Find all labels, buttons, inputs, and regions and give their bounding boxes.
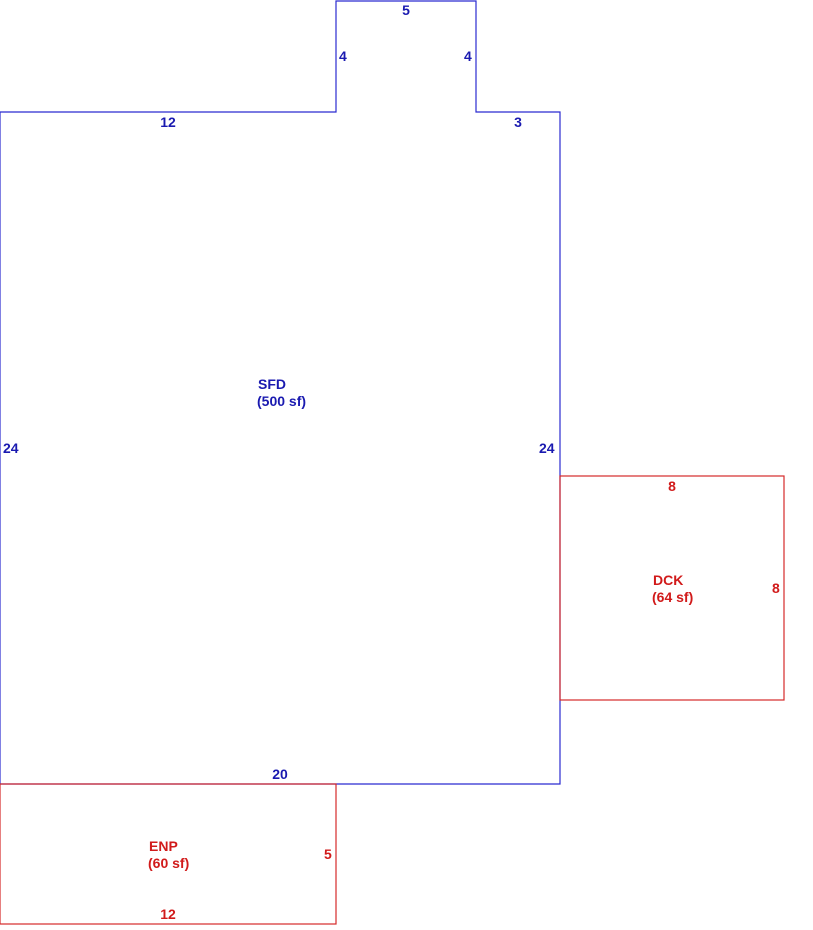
sfd-top-right-dimension: 3 xyxy=(514,114,522,130)
sfd-name-label: SFD xyxy=(258,376,286,392)
dck-area-label: (64 sf) xyxy=(652,589,693,605)
dck-right-dimension: 8 xyxy=(772,580,780,596)
sfd-bottom-dimension: 20 xyxy=(272,766,288,782)
dck-top-dimension: 8 xyxy=(668,478,676,494)
sfd-bump-right-dimension: 4 xyxy=(464,48,472,64)
dck-name-label: DCK xyxy=(653,572,683,588)
sfd-bump-top-dimension: 5 xyxy=(402,2,410,18)
sfd-right-dimension: 24 xyxy=(539,440,555,456)
enp-name-label: ENP xyxy=(149,838,178,854)
sfd-top-left-dimension: 12 xyxy=(160,114,176,130)
sfd-area-label: (500 sf) xyxy=(257,393,306,409)
enp-area-label: (60 sf) xyxy=(148,855,189,871)
enp-outline xyxy=(0,783,337,925)
sfd-bump-left-dimension: 4 xyxy=(339,48,347,64)
dck-outline xyxy=(559,475,785,701)
enp-bottom-dimension: 12 xyxy=(160,906,176,922)
sfd-left-dimension: 24 xyxy=(3,440,19,456)
enp-right-dimension: 5 xyxy=(324,846,332,862)
